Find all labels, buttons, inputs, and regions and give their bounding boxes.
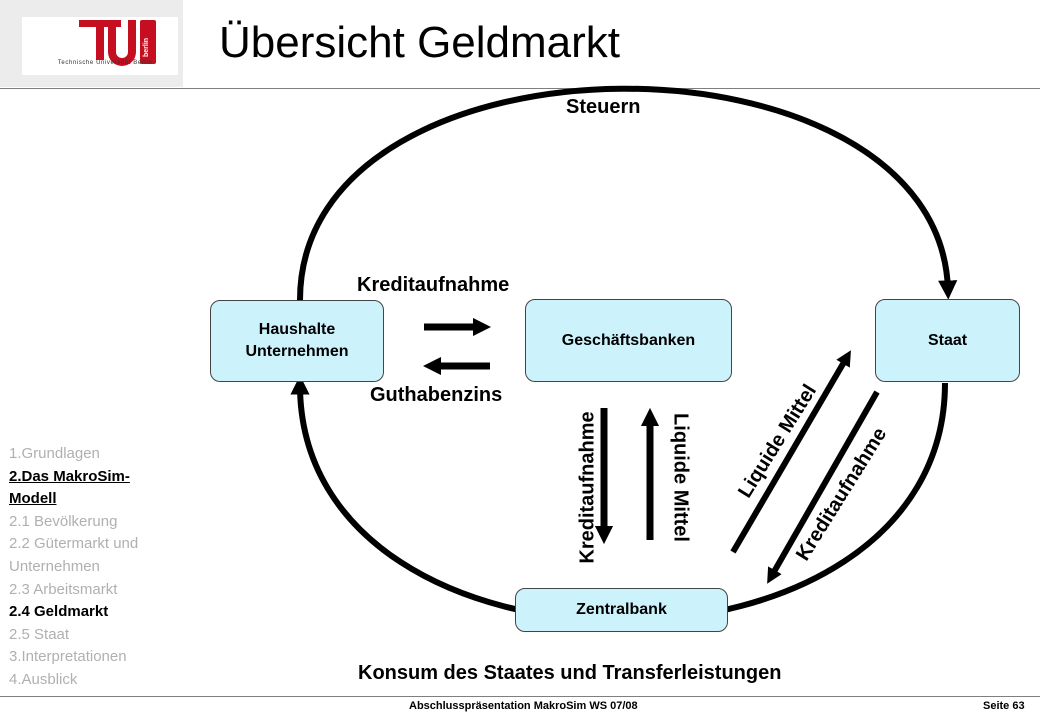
page-number: Seite 63	[983, 700, 1025, 712]
logo-panel: berlin Technische Universität Berlin	[0, 0, 183, 87]
taxes-arc	[297, 85, 958, 301]
section-nav: 1.Grundlagen 2.Das MakroSim- Modell 2.1 …	[9, 443, 179, 692]
credit-label-vertical: Kreditaufnahme	[576, 411, 599, 564]
deposit-interest-label: Guthabenzins	[370, 384, 503, 406]
state-node: Staat	[875, 299, 1020, 382]
taxes-label: Steuern	[560, 96, 647, 119]
header-divider	[0, 88, 1040, 89]
liquid-label-vertical: Liquide Mittel	[669, 413, 692, 542]
credit-arrow-diag-down	[767, 390, 880, 584]
banks-label: Geschäftsbanken	[561, 331, 696, 349]
nav-item-staat[interactable]: 2.5 Staat	[9, 625, 70, 643]
svg-text:berlin: berlin	[143, 38, 150, 57]
households-node: Haushalte Unternehmen	[210, 300, 384, 382]
nav-item-makrosim-modell-cont[interactable]: Modell	[9, 490, 57, 508]
credit-label-top: Kreditaufnahme	[357, 274, 510, 296]
nav-item-ausblick[interactable]: 4.Ausblick	[9, 670, 78, 688]
nav-item-bevoelkerung[interactable]: 2.1 Bevölkerung	[9, 512, 118, 530]
central-bank-node: Zentralbank	[515, 588, 728, 632]
households-label: Haushalte	[258, 321, 336, 338]
logo-area: berlin	[22, 17, 178, 75]
nav-item-arbeitsmarkt[interactable]: 2.3 Arbeitsmarkt	[9, 580, 118, 598]
nav-item-makrosim-modell[interactable]: 2.Das MakroSim-	[9, 467, 130, 485]
nav-item-interpretationen[interactable]: 3.Interpretationen	[9, 648, 127, 666]
nav-item-guetermarkt[interactable]: 2.2 Gütermarkt und	[9, 535, 139, 553]
consumption-label: Konsum des Staates und Transferleistunge…	[352, 662, 788, 685]
central-bank-label: Zentralbank	[576, 601, 667, 618]
nav-item-geldmarkt[interactable]: 2.4 Geldmarkt	[9, 603, 109, 621]
state-label: Staat	[927, 331, 968, 349]
footer-divider	[0, 696, 1040, 697]
nav-item-guetermarkt-cont[interactable]: Unternehmen	[9, 557, 100, 575]
banks-node: Geschäftsbanken	[525, 299, 732, 382]
nav-item-grundlagen[interactable]: 1.Grundlagen	[9, 445, 100, 462]
tu-berlin-logo-icon: berlin	[79, 20, 156, 66]
liquid-arrow-diag-up	[730, 350, 851, 554]
logo-tagline: Technische Universität Berlin	[57, 60, 153, 66]
companies-label: Unternehmen	[245, 343, 349, 360]
footer-title: Abschlusspräsentation MakroSim WS 07/08	[409, 700, 638, 712]
page-title: Übersicht Geldmarkt	[219, 18, 621, 67]
